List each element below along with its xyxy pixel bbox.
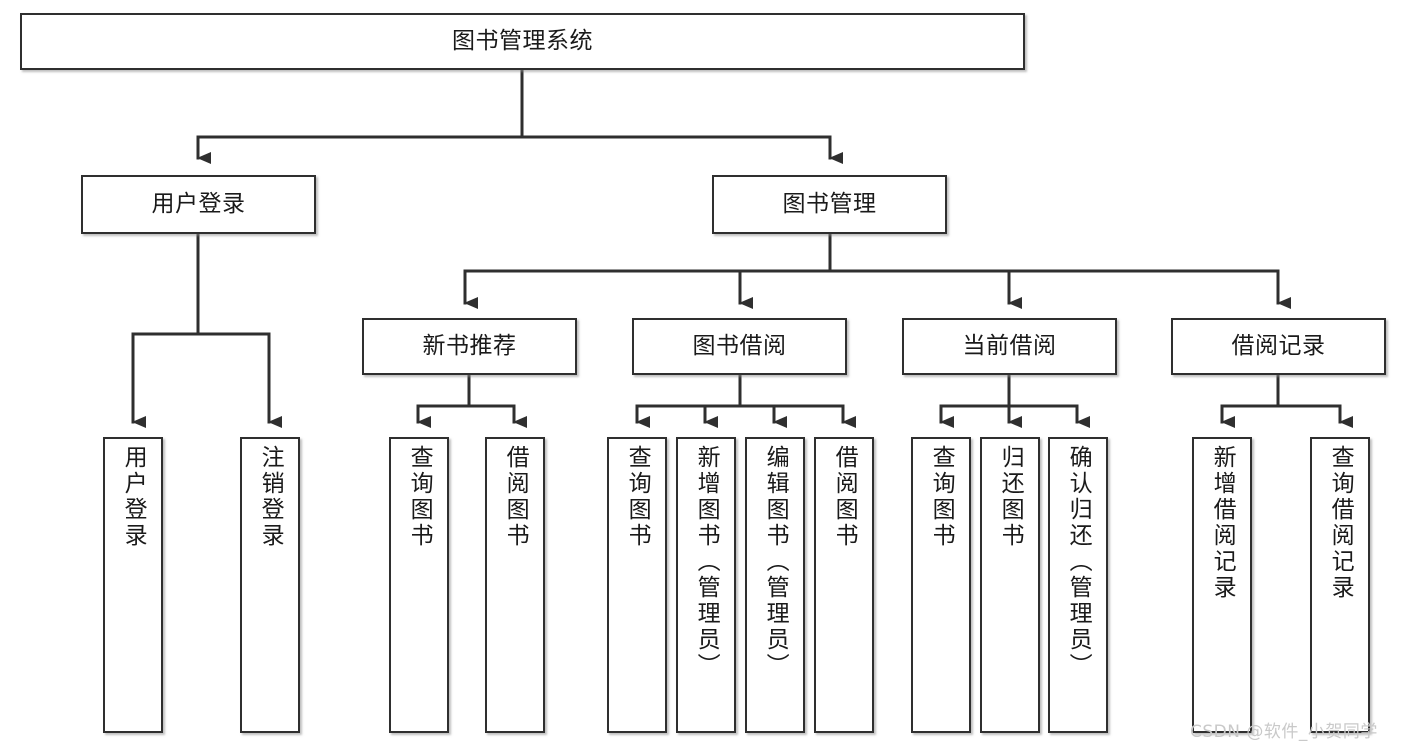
leaf-query-borrow-record[interactable]: 查询借阅记录 [1310,437,1370,733]
leaf-query-book-borrow[interactable]: 查询图书 [607,437,667,733]
node-label: 编辑图书（管理员） [762,445,789,679]
leaf-logout[interactable]: 注销登录 [240,437,300,733]
node-current-borrow[interactable]: 当前借阅 [902,318,1117,375]
node-label: 用户登录 [151,190,246,217]
node-label: 新书推荐 [422,332,517,359]
node-label: 新增图书（管理员） [693,445,720,679]
node-borrow-record[interactable]: 借阅记录 [1171,318,1386,375]
node-label: 查询图书 [624,445,651,549]
leaf-borrow-book[interactable]: 借阅图书 [814,437,874,733]
node-label: 确认归还（管理员） [1065,445,1092,679]
node-user-login[interactable]: 用户登录 [81,175,316,234]
leaf-borrow-book-recommend[interactable]: 借阅图书 [485,437,545,733]
leaf-return-book[interactable]: 归还图书 [980,437,1040,733]
node-book-borrow[interactable]: 图书借阅 [632,318,847,375]
node-label: 查询图书 [928,445,955,549]
node-new-book-recommend[interactable]: 新书推荐 [362,318,577,375]
csdn-watermark: CSDN @软件_小贺同学 [1190,722,1378,742]
node-book-management[interactable]: 图书管理 [712,175,947,234]
leaf-edit-book[interactable]: 编辑图书（管理员） [745,437,805,733]
leaf-confirm-return[interactable]: 确认归还（管理员） [1048,437,1108,733]
node-root-book-management-system[interactable]: 图书管理系统 [20,13,1025,70]
node-label: 图书管理系统 [452,27,593,54]
node-label: 归还图书 [997,445,1024,549]
node-label: 查询借阅记录 [1327,445,1354,601]
node-label: 新增借阅记录 [1209,445,1236,601]
leaf-query-book-current[interactable]: 查询图书 [911,437,971,733]
node-label: 当前借阅 [962,332,1057,359]
node-label: 查询图书 [406,445,433,549]
node-label: 图书管理 [782,190,877,217]
leaf-query-book-recommend[interactable]: 查询图书 [389,437,449,733]
node-label: 用户登录 [120,445,147,549]
leaf-add-book[interactable]: 新增图书（管理员） [676,437,736,733]
leaf-add-borrow-record[interactable]: 新增借阅记录 [1192,437,1252,733]
node-label: 借阅图书 [831,445,858,549]
node-label: 图书借阅 [692,332,787,359]
leaf-user-login[interactable]: 用户登录 [103,437,163,733]
node-label: 借阅图书 [502,445,529,549]
node-label: 注销登录 [257,445,284,549]
node-label: 借阅记录 [1231,332,1326,359]
